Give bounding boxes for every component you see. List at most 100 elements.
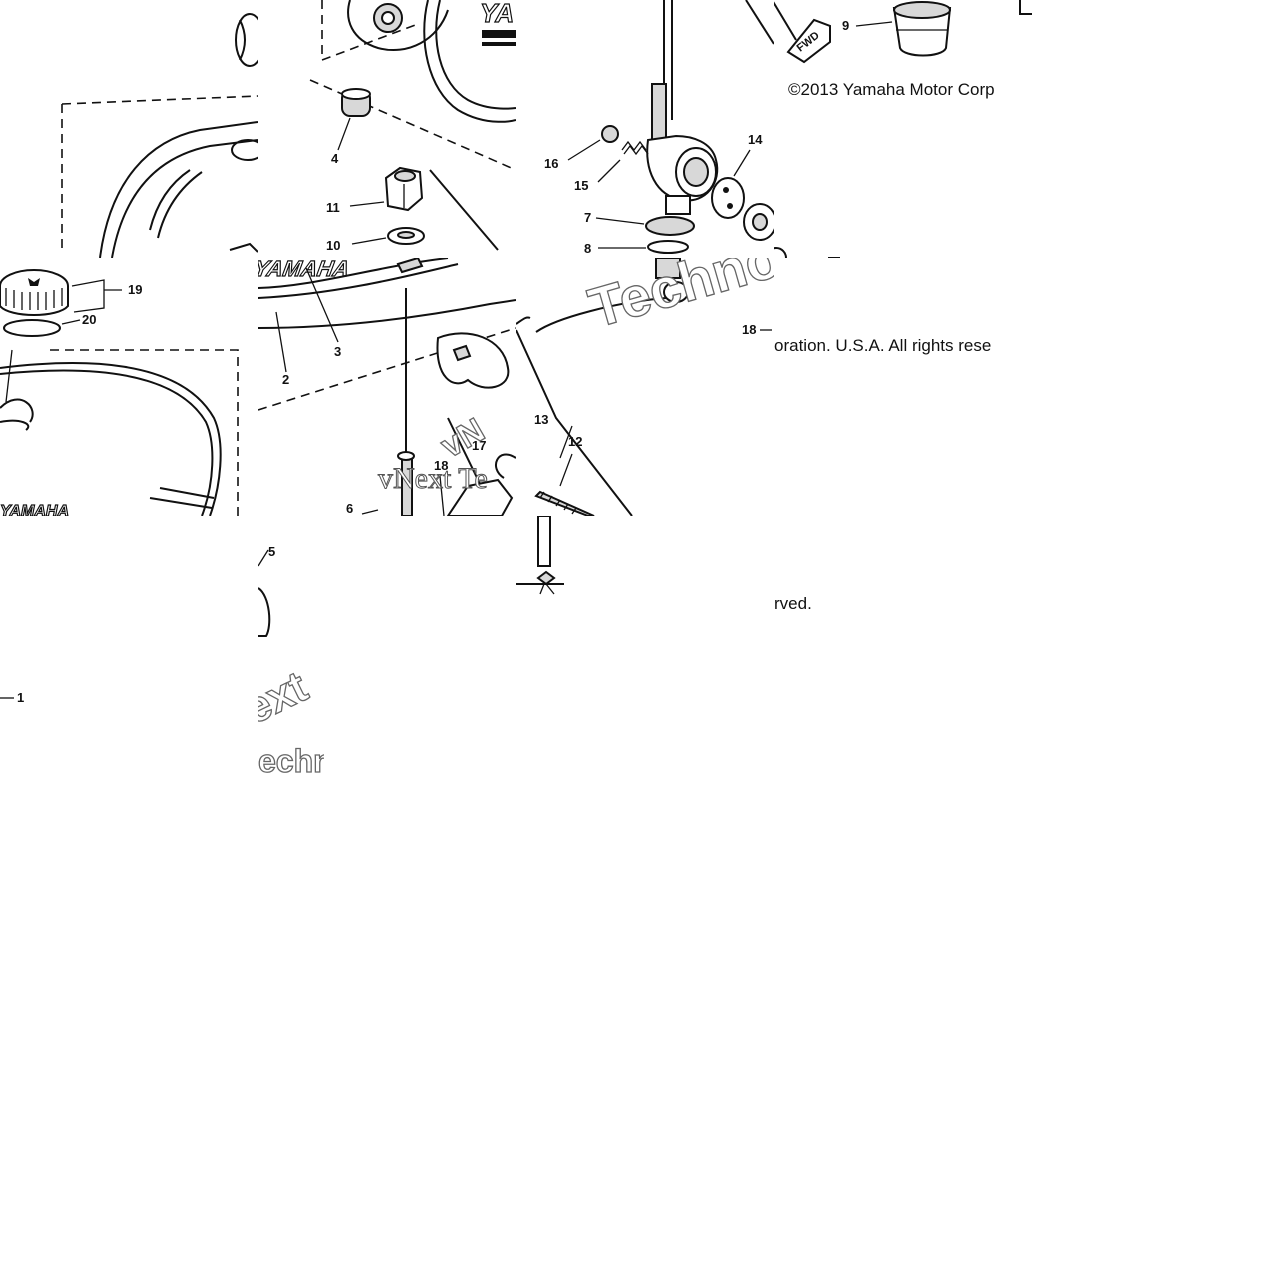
gasket-hole bbox=[723, 187, 729, 193]
fuel-cup-9 bbox=[892, 1, 952, 57]
bolt-head bbox=[397, 451, 415, 461]
watermark-vnext: vNext Te bbox=[378, 462, 488, 495]
dashed-outline bbox=[309, 79, 516, 171]
ball-16 bbox=[601, 125, 619, 143]
cock-outlet bbox=[655, 258, 689, 303]
tank-emblem-outline bbox=[347, 0, 449, 51]
fuel-hose bbox=[535, 297, 667, 333]
gasket-14 bbox=[711, 177, 745, 219]
spring-coil bbox=[621, 140, 647, 152]
leader-line bbox=[61, 319, 81, 325]
part-number-9: 9 bbox=[842, 18, 849, 33]
spring-15 bbox=[621, 140, 649, 156]
leader-line bbox=[361, 509, 379, 515]
leader-line bbox=[439, 475, 445, 516]
tank-stripe bbox=[149, 497, 213, 509]
leader-line bbox=[349, 201, 385, 207]
tank-brand-top: YA bbox=[480, 0, 514, 28]
leader-line bbox=[305, 267, 339, 343]
tank-stripe bbox=[482, 42, 516, 46]
packing bbox=[645, 216, 695, 236]
clamp-5 bbox=[258, 587, 271, 637]
cap-gasket bbox=[3, 319, 61, 337]
dashed-outline bbox=[50, 349, 239, 516]
diagram-tile-tank-front bbox=[0, 0, 258, 258]
leader-line bbox=[595, 217, 645, 225]
copyright-line-2: oration. U.S.A. All rights rese bbox=[774, 336, 992, 355]
diagram-tile-tank-side: YA 4 11 10 bbox=[258, 0, 516, 258]
lever-plate bbox=[743, 203, 774, 241]
tank-edge bbox=[516, 329, 633, 516]
tank-stripe bbox=[258, 258, 449, 289]
watermark-echno: echno bbox=[258, 743, 324, 774]
part-number-1: 1 bbox=[17, 690, 24, 705]
diagram-tile-fuel-cap: 19 20 YAMAHA bbox=[0, 258, 258, 516]
fuel-cap-edge bbox=[239, 19, 246, 61]
tank-badge bbox=[396, 258, 424, 274]
tank-curve bbox=[423, 0, 516, 123]
nut-11 bbox=[384, 166, 424, 212]
o-ring bbox=[647, 240, 689, 254]
leader-line bbox=[597, 159, 621, 183]
part-number-14: 14 bbox=[748, 132, 763, 147]
pin-clip bbox=[536, 570, 556, 586]
bolt-6 bbox=[397, 451, 415, 516]
gasket-hole bbox=[727, 203, 733, 209]
emblem-edge bbox=[149, 169, 191, 231]
drain-bowl-drawing: FWD 9 bbox=[774, 0, 1032, 258]
tank-detail bbox=[1019, 0, 1032, 15]
leader-line bbox=[258, 549, 269, 567]
part-number-18b: 18 bbox=[742, 322, 756, 337]
filler-neck bbox=[0, 398, 34, 423]
damper-top bbox=[341, 88, 371, 100]
screw-thread bbox=[534, 490, 595, 516]
leader-line bbox=[5, 349, 13, 403]
tank-stripe bbox=[159, 487, 215, 499]
fuel-cap-ring bbox=[235, 13, 258, 67]
leader-line bbox=[559, 425, 573, 459]
part-number-16: 16 bbox=[544, 156, 558, 171]
pin-shaft bbox=[537, 516, 551, 567]
hose-drawing: 13 12 Techno 18 bbox=[516, 258, 774, 516]
cap-side bbox=[0, 286, 69, 316]
tank-outline bbox=[0, 362, 222, 516]
cushion bbox=[436, 332, 510, 389]
fuel-strainer bbox=[651, 83, 667, 145]
dashed-outline bbox=[61, 95, 258, 105]
screw-threads bbox=[539, 491, 577, 515]
part-number-12: 12 bbox=[568, 434, 582, 449]
cushion-block bbox=[436, 332, 510, 389]
watermark-ext: ext bbox=[258, 662, 315, 734]
leader-line bbox=[733, 149, 751, 177]
leader-line bbox=[275, 311, 287, 373]
part-number-6: 6 bbox=[346, 501, 353, 516]
fuel-cap-19 bbox=[0, 269, 69, 316]
leader-line bbox=[351, 237, 387, 245]
copyright-line-1: ©2013 Yamaha Motor Corp bbox=[788, 80, 995, 99]
tank-front-drawing bbox=[61, 13, 258, 258]
tank-outline-inner bbox=[0, 369, 214, 516]
tank-brand-rear: YAMAHA bbox=[0, 503, 69, 516]
diagram-tile-pin bbox=[516, 516, 576, 596]
cock-lever-base bbox=[665, 195, 691, 215]
part-number-4: 4 bbox=[331, 151, 339, 166]
tank-detail bbox=[229, 242, 258, 253]
part-number-2: 2 bbox=[282, 372, 289, 387]
emblem-mount bbox=[231, 139, 258, 161]
damper-4 bbox=[341, 88, 371, 117]
diagram-tile-hose: 13 12 Techno 18 bbox=[516, 258, 774, 516]
leader-line bbox=[567, 139, 601, 161]
tank-outline bbox=[258, 299, 516, 329]
part-number-11: 11 bbox=[326, 200, 340, 215]
bracket-line bbox=[71, 279, 105, 313]
cock-outlet-nipple bbox=[663, 281, 689, 303]
tank-stripe bbox=[258, 263, 459, 299]
tank-stripe bbox=[482, 30, 516, 38]
part-number-20: 20 bbox=[82, 312, 96, 327]
part-number-10: 10 bbox=[326, 238, 340, 253]
diagram-tile-drain-bowl: FWD 9 ©2013 Yamaha Motor Corp bbox=[774, 0, 1032, 258]
diagram-tile-tank-main: YAMAHA 2 3 17 18 6 vNext Te vN bbox=[258, 258, 516, 516]
fuel-cup-rim bbox=[893, 1, 951, 19]
screw-head bbox=[774, 247, 787, 258]
part-number-19: 19 bbox=[128, 282, 142, 297]
